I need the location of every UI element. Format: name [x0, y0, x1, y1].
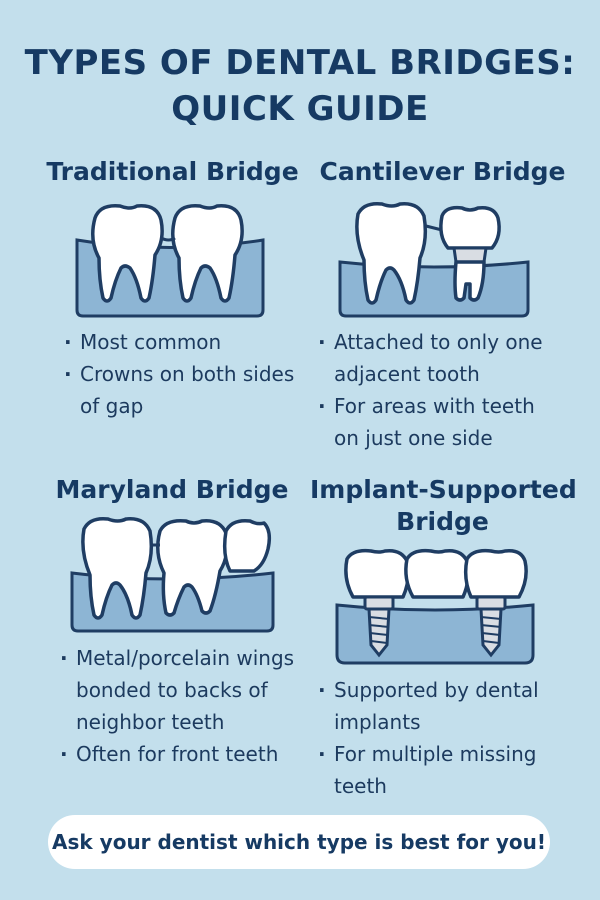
- cantilever-bullets: Attached to only one adjacent tooth For a…: [318, 326, 543, 454]
- section-title-line: Cantilever Bridge: [319, 157, 566, 186]
- section-title-line: Traditional Bridge: [46, 157, 299, 186]
- section-title: Maryland Bridge: [42, 474, 302, 506]
- page-title: TYPES OF DENTAL BRIDGES: QUICK GUIDE: [0, 40, 600, 132]
- bullet-line: Attached to only one: [334, 330, 543, 354]
- section-implant: Implant-Supported Bridge: [310, 474, 577, 538]
- section-maryland: Maryland Bridge: [42, 474, 302, 506]
- bullet-item: For areas with teeth on just one side: [318, 390, 543, 454]
- traditional-bridge-icon: [75, 204, 265, 318]
- section-title-line: Bridge: [396, 507, 489, 536]
- section-cantilever: Cantilever Bridge: [315, 156, 570, 188]
- implant-bullets: Supported by dental implants For multiple…: [318, 674, 539, 802]
- bullet-line: bonded to backs of: [76, 678, 268, 702]
- bullet-line: Often for front teeth: [76, 742, 279, 766]
- cta-banner: Ask your dentist which type is best for …: [48, 815, 550, 869]
- bullet-line: Most common: [80, 330, 222, 354]
- bullet-line: implants: [334, 710, 421, 734]
- section-title-line: Implant-Supported: [310, 475, 577, 504]
- bullet-item: For multiple missing teeth: [318, 738, 539, 802]
- bullet-line: Crowns on both sides: [80, 362, 295, 386]
- bullet-item: Attached to only one adjacent tooth: [318, 326, 543, 390]
- implant-bridge-icon: [335, 548, 535, 665]
- section-title: Implant-Supported Bridge: [310, 474, 577, 538]
- traditional-bullets: Most common Crowns on both sides of gap: [64, 326, 294, 422]
- bullet-line: Supported by dental: [334, 678, 539, 702]
- section-title: Traditional Bridge: [40, 156, 305, 188]
- bullet-line: adjacent tooth: [334, 362, 480, 386]
- bullet-line: For areas with teeth: [334, 394, 535, 418]
- section-title: Cantilever Bridge: [315, 156, 570, 188]
- bullet-line: of gap: [80, 394, 144, 418]
- cantilever-bridge-icon: [338, 201, 530, 318]
- bullet-line: Metal/porcelain wings: [76, 646, 295, 670]
- bullet-item: Supported by dental implants: [318, 674, 539, 738]
- bullet-line: on just one side: [334, 426, 493, 450]
- page-title-line-1: TYPES OF DENTAL BRIDGES:: [24, 43, 576, 83]
- bullet-item: Crowns on both sides of gap: [64, 358, 294, 422]
- bullet-item: Often for front teeth: [60, 738, 294, 770]
- bullet-line: neighbor teeth: [76, 710, 225, 734]
- maryland-bridge-icon: [70, 516, 275, 633]
- maryland-bullets: Metal/porcelain wings bonded to backs of n…: [60, 642, 294, 770]
- bullet-line: teeth: [334, 774, 387, 798]
- bullet-line: For multiple missing: [334, 742, 537, 766]
- section-traditional: Traditional Bridge: [40, 156, 305, 188]
- section-title-line: Maryland Bridge: [55, 475, 289, 504]
- bullet-item: Most common: [64, 326, 294, 358]
- bullet-item: Metal/porcelain wings bonded to backs of n…: [60, 642, 294, 738]
- page-title-line-2: QUICK GUIDE: [171, 89, 429, 129]
